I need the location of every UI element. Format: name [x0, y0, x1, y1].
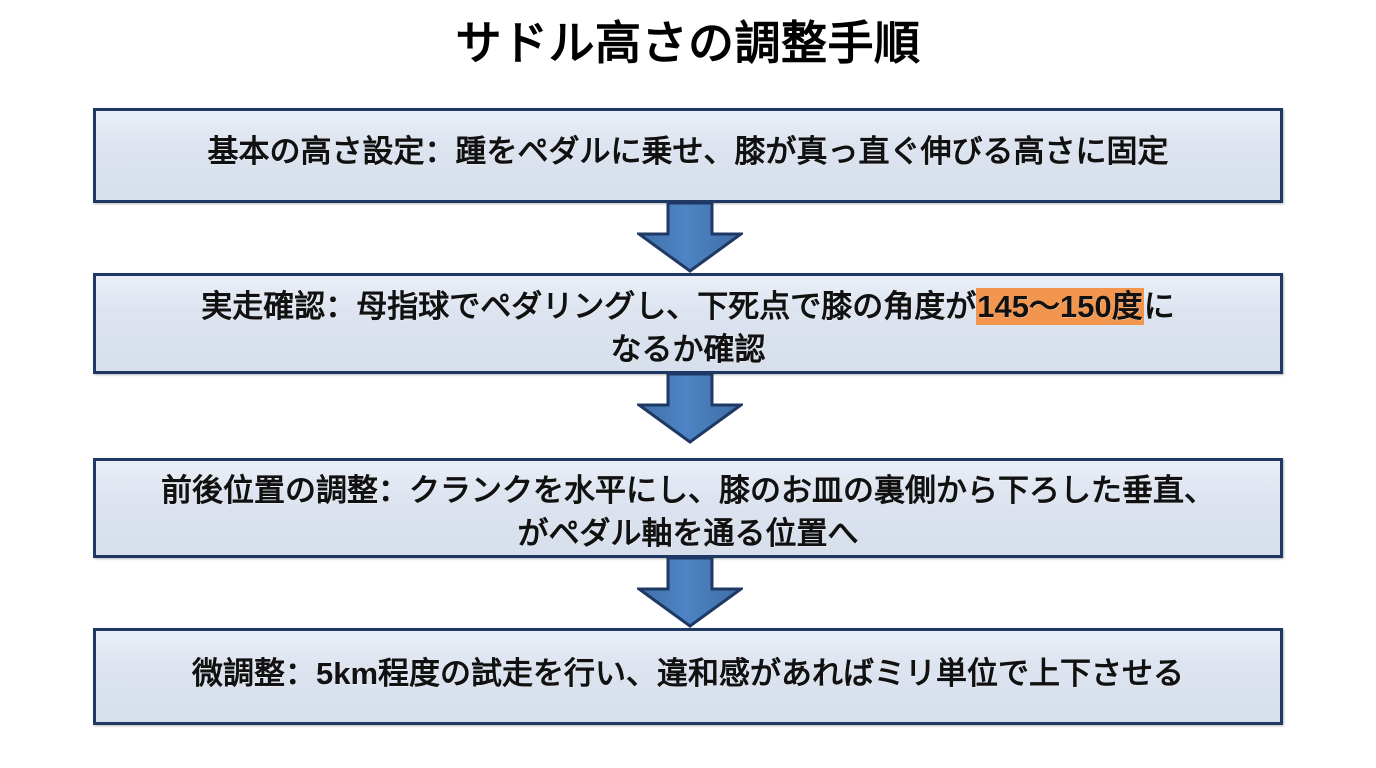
page-title: サドル高さの調整手順 [455, 17, 921, 69]
process-box-step-4-text: 微調整：5km程度の試走を行い、違和感があればミリ単位で上下させる [96, 631, 1280, 696]
step-3-line-1: 前後位置の調整：クランクを水平にし、膝のお皿の裏側から下ろした垂直、 [161, 473, 1215, 508]
process-box-step-3-text: 前後位置の調整：クランクを水平にし、膝のお皿の裏側から下ろした垂直、 がペダル軸… [96, 461, 1280, 556]
down-arrow-icon-2 [637, 374, 743, 444]
down-arrow-icon-1 [637, 203, 743, 273]
down-arrow-icon-3 [637, 558, 743, 628]
process-box-step-1-text: 基本の高さ設定：踵をペダルに乗せ、膝が真っ直ぐ伸びる高さに固定 [96, 111, 1280, 174]
process-box-step-3[interactable]: 前後位置の調整：クランクを水平にし、膝のお皿の裏側から下ろした垂直、 がペダル軸… [93, 458, 1283, 558]
step-3-line-2: がペダル軸を通る位置へ [517, 515, 859, 551]
step-4-line-1: 微調整：5km程度の試走を行い、違和感があればミリ単位で上下させる [191, 656, 1185, 691]
highlight-angle-range: 145〜150度 [976, 288, 1144, 325]
step-2-line-1-part-3: に [1143, 289, 1175, 324]
step-1-line-1: 基本の高さ設定：踵をペダルに乗せ、膝が真っ直ぐ伸びる高さに固定 [207, 134, 1169, 169]
step-2-line-2: なるか確認 [610, 331, 766, 367]
process-box-step-2-text: 実走確認：母指球でペダリングし、下死点で膝の角度が145〜150度に なるか確認 [96, 276, 1280, 372]
process-box-step-4[interactable]: 微調整：5km程度の試走を行い、違和感があればミリ単位で上下させる [93, 628, 1283, 725]
step-2-line-1-part-1: 実走確認：母指球でペダリングし、下死点で膝の角度が [201, 289, 977, 324]
process-box-step-1[interactable]: 基本の高さ設定：踵をペダルに乗せ、膝が真っ直ぐ伸びる高さに固定 [93, 108, 1283, 203]
process-box-step-2[interactable]: 実走確認：母指球でペダリングし、下死点で膝の角度が145〜150度に なるか確認 [93, 273, 1283, 374]
